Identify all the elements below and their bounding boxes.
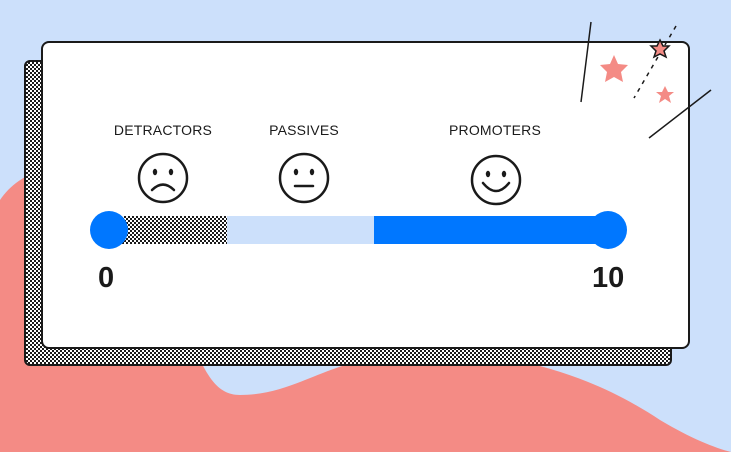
category-label-promoters: PROMOTERS: [448, 122, 542, 138]
neutral-face-icon: [278, 152, 330, 204]
passives-segment: [227, 216, 374, 244]
scale-min-label: 0: [98, 262, 115, 294]
promoters-segment: [374, 216, 608, 244]
happy-face-icon: [470, 154, 522, 206]
sad-face-icon: [137, 152, 189, 204]
scale-start-handle[interactable]: [90, 211, 128, 249]
scale-max-label: 10: [592, 262, 625, 294]
scale-end-handle[interactable]: [589, 211, 627, 249]
category-label-passives: PASSIVES: [269, 122, 339, 138]
category-label-detractors: DETRACTORS: [113, 122, 213, 138]
detractors-segment: [110, 216, 227, 244]
